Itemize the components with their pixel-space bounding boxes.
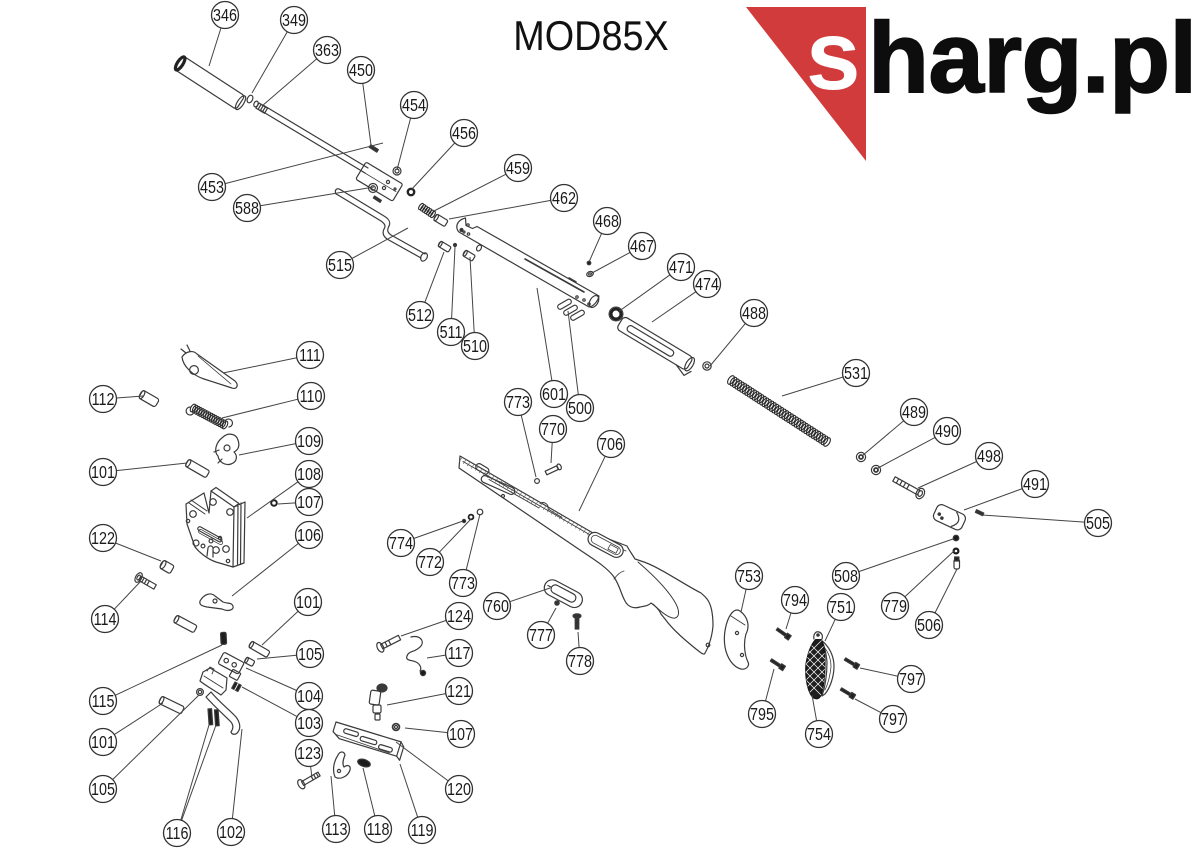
svg-text:797: 797: [899, 671, 923, 690]
svg-text:489: 489: [902, 404, 926, 423]
svg-text:363: 363: [315, 42, 339, 61]
svg-text:119: 119: [411, 822, 434, 841]
svg-text:468: 468: [595, 213, 619, 232]
svg-text:104: 104: [297, 688, 321, 707]
svg-text:111: 111: [299, 347, 321, 366]
svg-text:120: 120: [447, 781, 471, 800]
svg-text:101: 101: [296, 594, 320, 613]
svg-text:s: s: [806, 0, 861, 110]
svg-text:506: 506: [917, 617, 941, 636]
svg-text:454: 454: [402, 97, 426, 116]
svg-text:774: 774: [389, 535, 413, 554]
svg-text:510: 510: [463, 338, 487, 357]
svg-text:108: 108: [297, 466, 321, 485]
svg-text:471: 471: [669, 259, 693, 278]
svg-text:601: 601: [542, 386, 566, 405]
svg-text:770: 770: [541, 421, 565, 440]
svg-text:114: 114: [94, 611, 117, 630]
svg-text:773: 773: [451, 575, 475, 594]
svg-text:772: 772: [418, 554, 442, 573]
svg-text:462: 462: [552, 190, 576, 209]
svg-text:753: 753: [737, 568, 761, 587]
svg-text:706: 706: [599, 436, 623, 455]
svg-text:MOD85X: MOD85X: [513, 13, 668, 59]
svg-text:459: 459: [506, 160, 530, 179]
svg-text:754: 754: [807, 726, 831, 745]
svg-text:105: 105: [298, 646, 322, 665]
svg-text:794: 794: [783, 592, 807, 611]
svg-text:118: 118: [367, 821, 390, 840]
svg-text:349: 349: [282, 12, 306, 31]
svg-text:107: 107: [297, 494, 321, 513]
svg-text:777: 777: [529, 627, 553, 646]
svg-text:346: 346: [213, 7, 237, 26]
svg-text:467: 467: [630, 238, 654, 257]
svg-text:107: 107: [449, 726, 473, 745]
svg-text:490: 490: [935, 423, 959, 442]
svg-text:109: 109: [297, 433, 321, 452]
svg-text:102: 102: [219, 824, 243, 843]
svg-text:121: 121: [447, 683, 471, 702]
svg-text:124: 124: [447, 608, 471, 627]
svg-text:harg.pl: harg.pl: [868, 2, 1196, 114]
svg-text:116: 116: [166, 825, 189, 844]
svg-text:105: 105: [91, 781, 115, 800]
svg-text:515: 515: [328, 257, 352, 276]
svg-text:456: 456: [452, 125, 476, 144]
svg-text:588: 588: [235, 200, 259, 219]
svg-text:498: 498: [977, 448, 1001, 467]
svg-text:123: 123: [297, 745, 321, 764]
svg-text:117: 117: [448, 645, 471, 664]
svg-text:450: 450: [349, 62, 373, 81]
svg-text:511: 511: [440, 324, 463, 343]
svg-text:797: 797: [881, 711, 905, 730]
svg-text:110: 110: [300, 388, 323, 407]
svg-text:115: 115: [92, 693, 115, 712]
svg-text:751: 751: [829, 599, 853, 618]
svg-text:106: 106: [297, 527, 321, 546]
svg-text:488: 488: [742, 305, 766, 324]
svg-text:505: 505: [1086, 515, 1110, 534]
svg-text:779: 779: [883, 598, 907, 617]
svg-text:531: 531: [844, 365, 868, 384]
svg-text:491: 491: [1023, 476, 1047, 495]
svg-text:101: 101: [91, 464, 115, 483]
svg-text:113: 113: [325, 821, 348, 840]
svg-text:512: 512: [408, 307, 432, 326]
svg-text:508: 508: [834, 568, 858, 587]
svg-text:773: 773: [506, 394, 530, 413]
svg-text:122: 122: [91, 530, 115, 549]
svg-text:778: 778: [568, 653, 592, 672]
svg-text:760: 760: [485, 598, 509, 617]
svg-text:500: 500: [568, 400, 592, 419]
svg-text:474: 474: [695, 276, 719, 295]
svg-text:101: 101: [91, 734, 115, 753]
svg-text:795: 795: [750, 706, 774, 725]
svg-text:453: 453: [200, 179, 224, 198]
svg-text:103: 103: [297, 715, 321, 734]
svg-text:112: 112: [92, 391, 115, 410]
